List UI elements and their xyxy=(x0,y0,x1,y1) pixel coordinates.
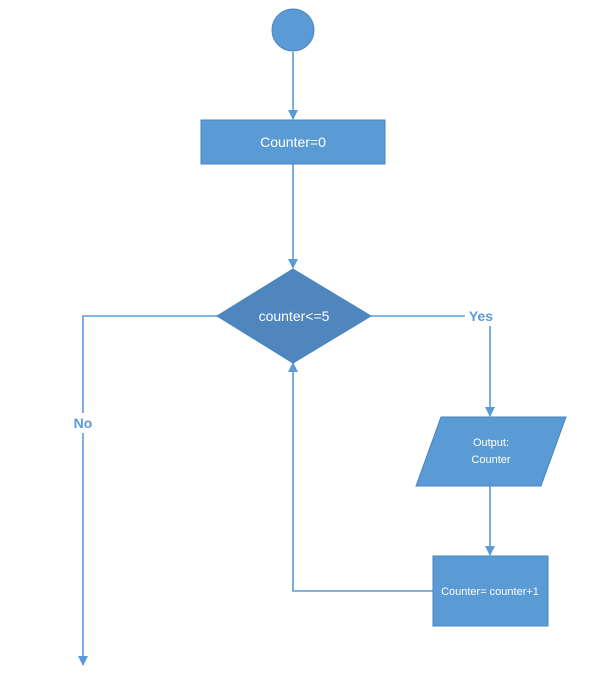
connector-increment-to-decision-loop xyxy=(288,362,433,592)
edge-label-no: No xyxy=(74,415,93,431)
output-label-line2: Counter xyxy=(471,454,510,466)
increment-process-node xyxy=(432,555,549,627)
nodes: Counter=0 counter<=5 Output: Counter Cou… xyxy=(200,8,567,627)
decision-label: counter<=5 xyxy=(259,308,330,324)
output-node xyxy=(415,416,567,487)
output-label-line1: Output: xyxy=(473,437,509,449)
connector-decision-to-output-yes xyxy=(371,315,495,417)
edge-label-yes: Yes xyxy=(469,308,493,324)
connector-decision-to-exit-no xyxy=(78,315,217,666)
decision-node xyxy=(216,268,372,364)
edge-labels: Yes No xyxy=(70,306,497,433)
increment-process-label: Counter= counter+1 xyxy=(441,586,539,598)
init-process-label: Counter=0 xyxy=(260,134,326,150)
init-process-node xyxy=(200,119,386,165)
start-node xyxy=(271,8,315,52)
